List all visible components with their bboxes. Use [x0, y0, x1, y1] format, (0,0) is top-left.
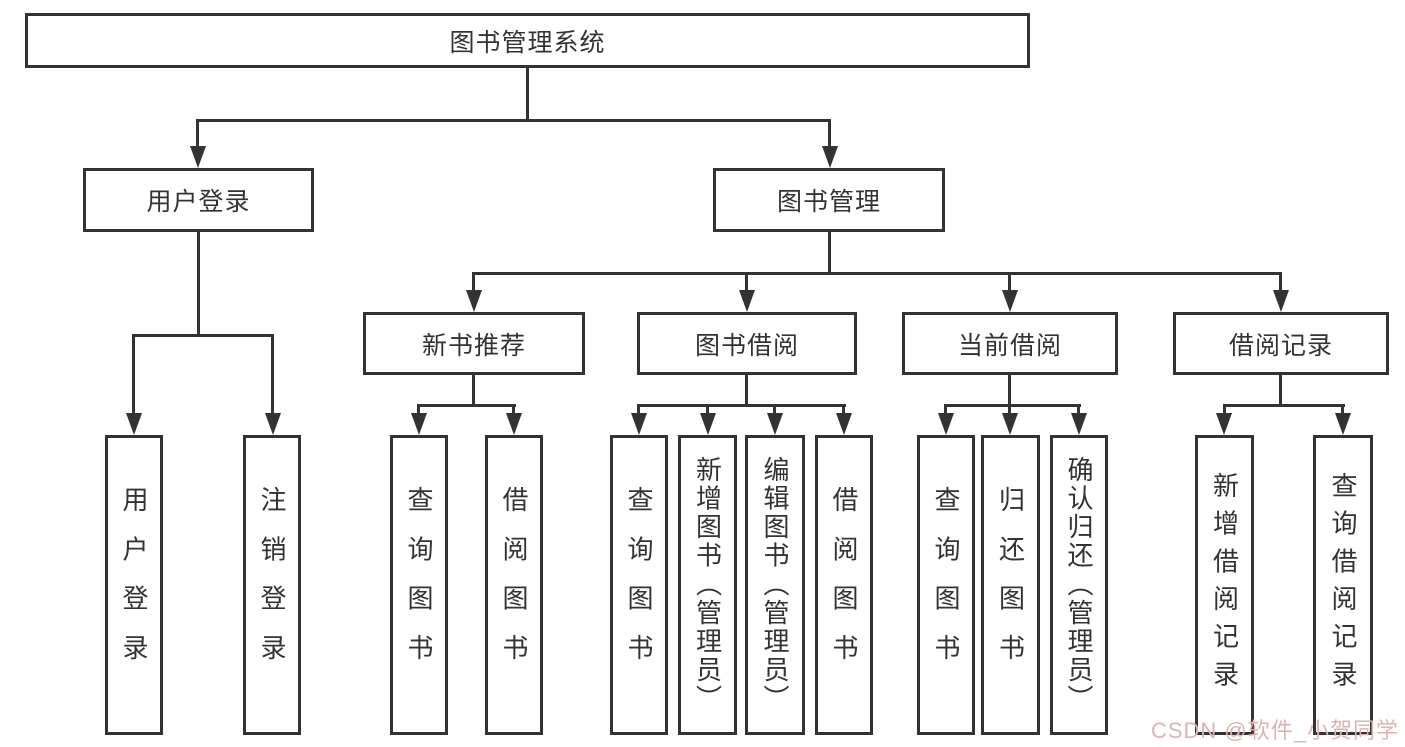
connector-to-leaf — [637, 404, 640, 417]
arrow-down-icon — [1335, 413, 1351, 435]
leaf-confirm-return-admin: 确认归还（管理员） — [1050, 435, 1108, 735]
node-new-book-recommend-label: 新书推荐 — [421, 331, 526, 360]
leaf-label: 新增图书（管理员） — [692, 456, 723, 714]
arrow-down-icon — [1071, 413, 1087, 435]
connector-root-branch — [196, 119, 831, 122]
connector-root-stem — [526, 68, 529, 122]
connector-to-leaf — [271, 334, 274, 417]
node-borrow-records: 借阅记录 — [1173, 312, 1389, 375]
arrow-down-icon — [767, 413, 783, 435]
leaf-label: 查询图书 — [624, 486, 654, 684]
leaf-query-borrow-record: 查询借阅记录 — [1313, 435, 1373, 735]
arrow-down-icon — [190, 146, 206, 168]
leaf-label: 查询图书 — [931, 486, 961, 684]
connector-to-current-borrow — [1008, 272, 1011, 294]
connector-to-leaf — [944, 404, 947, 417]
connector-book-management-branch — [472, 272, 1282, 275]
node-new-book-recommend: 新书推荐 — [363, 312, 585, 375]
leaf-label: 注销登录 — [257, 486, 287, 684]
arrow-down-icon — [1216, 413, 1232, 435]
arrow-down-icon — [1002, 413, 1018, 435]
arrow-down-icon — [1002, 290, 1018, 312]
arrow-down-icon — [466, 290, 482, 312]
connector-borrow-records-branch — [1223, 404, 1345, 407]
arrow-down-icon — [700, 413, 716, 435]
node-user-login: 用户登录 — [83, 168, 314, 232]
leaf-query-books: 查询图书 — [390, 435, 448, 735]
node-borrow-records-label: 借阅记录 — [1228, 331, 1333, 360]
node-book-borrow-label: 图书借阅 — [694, 331, 799, 360]
leaf-user-login: 用户登录 — [105, 435, 163, 735]
connector-to-new-book-recommend — [472, 272, 475, 294]
node-book-management-label: 图书管理 — [776, 188, 881, 216]
arrow-down-icon — [739, 290, 755, 312]
connector-to-user-login — [196, 119, 199, 150]
node-library-system-label: 图书管理系统 — [449, 28, 606, 57]
leaf-query-books: 查询图书 — [917, 435, 975, 735]
arrow-down-icon — [126, 413, 142, 435]
arrow-down-icon — [938, 413, 954, 435]
leaf-borrow-books: 借阅图书 — [485, 435, 543, 735]
connector-to-borrow-records — [1279, 272, 1282, 294]
watermark: CSDN @软件_小贺同学 — [1150, 718, 1399, 743]
leaf-label: 新增借阅记录 — [1209, 471, 1240, 699]
connector-book-management-stem — [828, 232, 831, 275]
leaf-label: 归还图书 — [995, 486, 1026, 684]
connector-to-leaf — [1223, 404, 1226, 417]
arrow-down-icon — [506, 413, 522, 435]
connector-to-book-management — [828, 119, 831, 150]
connector-to-leaf — [512, 404, 515, 417]
connector-new-book-branch — [417, 404, 516, 407]
leaf-label: 编辑图书（管理员） — [760, 456, 790, 714]
connector-to-leaf — [706, 404, 709, 417]
connector-book-borrow-stem — [745, 375, 748, 407]
connector-to-leaf — [132, 334, 135, 417]
node-book-borrow: 图书借阅 — [637, 312, 857, 375]
connector-user-login-stem — [197, 232, 200, 337]
leaf-label: 借阅图书 — [499, 486, 529, 684]
connector-to-leaf — [417, 404, 420, 417]
connector-user-login-branch — [132, 334, 274, 337]
leaf-label: 用户登录 — [119, 486, 149, 684]
leaf-return-books: 归还图书 — [981, 435, 1040, 735]
leaf-label: 借阅图书 — [829, 486, 859, 684]
leaf-label: 查询借阅记录 — [1328, 471, 1358, 699]
leaf-label: 查询图书 — [404, 486, 434, 684]
leaf-edit-books-admin: 编辑图书（管理员） — [745, 435, 805, 735]
leaf-add-borrow-record: 新增借阅记录 — [1195, 435, 1254, 735]
node-library-system: 图书管理系统 — [25, 13, 1030, 68]
arrow-down-icon — [836, 413, 852, 435]
arrow-down-icon — [265, 413, 281, 435]
arrow-down-icon — [631, 413, 647, 435]
leaf-borrow-books: 借阅图书 — [815, 435, 873, 735]
arrow-down-icon — [1273, 290, 1289, 312]
node-current-borrow-label: 当前借阅 — [957, 331, 1062, 360]
node-user-login-label: 用户登录 — [146, 188, 251, 216]
connector-new-book-stem — [472, 375, 475, 407]
leaf-logout: 注销登录 — [243, 435, 301, 735]
node-current-borrow: 当前借阅 — [902, 312, 1118, 375]
leaf-query-books: 查询图书 — [610, 435, 668, 735]
connector-to-leaf — [842, 404, 845, 417]
node-book-management: 图书管理 — [713, 168, 945, 232]
connector-book-borrow-branch — [637, 404, 846, 407]
connector-to-leaf — [1008, 404, 1011, 417]
connector-current-borrow-branch — [944, 404, 1081, 407]
leaf-label: 确认归还（管理员） — [1064, 456, 1094, 714]
arrow-down-icon — [822, 146, 838, 168]
connector-to-leaf — [1341, 404, 1344, 417]
arrow-down-icon — [411, 413, 427, 435]
connector-to-book-borrow — [745, 272, 748, 294]
connector-current-borrow-stem — [1008, 375, 1011, 407]
connector-to-leaf — [773, 404, 776, 417]
connector-borrow-records-stem — [1279, 375, 1282, 407]
connector-to-leaf — [1077, 404, 1080, 417]
leaf-add-books-admin: 新增图书（管理员） — [678, 435, 737, 735]
